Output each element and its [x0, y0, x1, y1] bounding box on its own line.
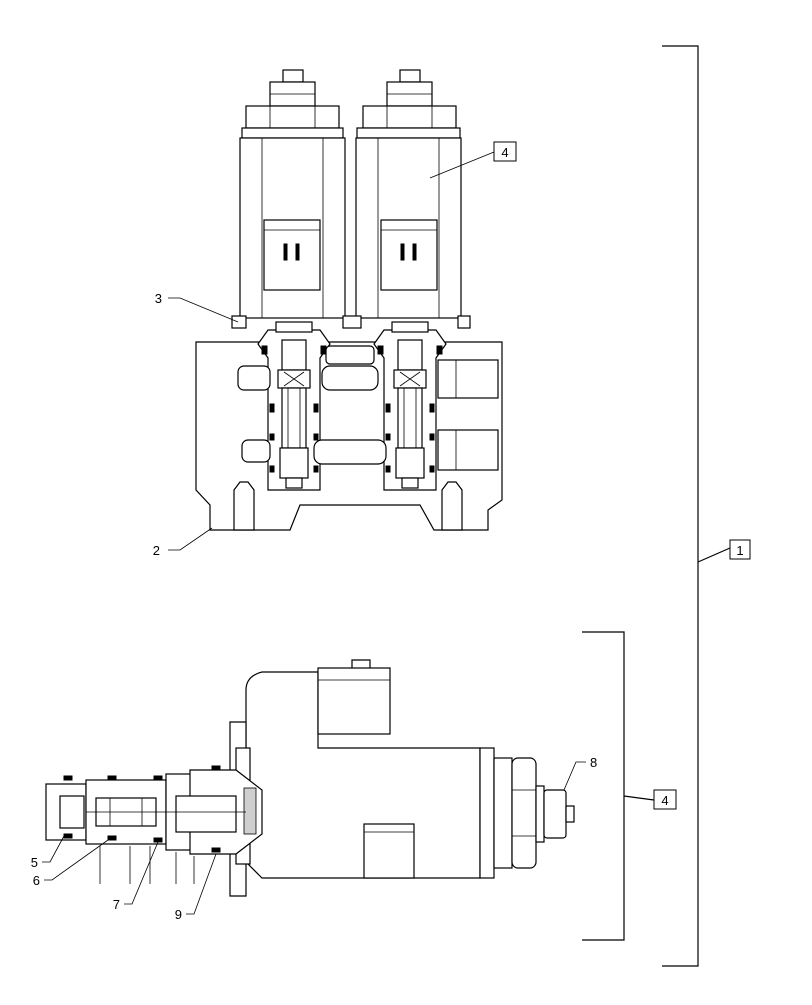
- callout-5-label: 5: [31, 855, 38, 870]
- cartridge-left: [257, 321, 331, 491]
- gallery-upper-left: [237, 365, 271, 391]
- callout-4-top: 4: [493, 141, 517, 162]
- bolt-center: [342, 315, 362, 329]
- callout-4-top-label: 4: [501, 145, 508, 160]
- callout-6: 6: [33, 873, 40, 888]
- gallery-lower: [313, 439, 387, 465]
- bracket-sub: [582, 631, 625, 941]
- callout-8-label: 8: [590, 755, 597, 770]
- port-right-upper: [437, 359, 499, 399]
- callout-9-label: 9: [175, 907, 182, 922]
- bracket-main: [662, 45, 699, 967]
- gallery-lower-left: [241, 439, 271, 463]
- callout-7-label: 7: [113, 897, 120, 912]
- coil-housing: [245, 671, 481, 879]
- callout-5: 5: [31, 855, 38, 870]
- label-plate: [363, 823, 415, 879]
- callout-1-label: 1: [736, 543, 743, 558]
- callout-2-label: 2: [153, 543, 160, 558]
- cartridge-body: [45, 765, 263, 855]
- leader-lines: [42, 151, 586, 915]
- gallery-upper: [321, 365, 379, 391]
- port-right-lower: [437, 429, 499, 471]
- connector: [317, 667, 391, 735]
- bolt-left: [231, 315, 247, 329]
- port-upper-center: [325, 345, 375, 365]
- bolt-right: [457, 315, 471, 329]
- end-nut-small: [543, 789, 567, 839]
- callout-9: 9: [175, 907, 182, 922]
- callout-8: 8: [590, 755, 597, 770]
- stud-right: [441, 481, 463, 531]
- callout-6-label: 6: [33, 873, 40, 888]
- callout-4-bottom: 4: [653, 789, 677, 810]
- callout-3-label: 3: [155, 291, 162, 306]
- callout-3: 3: [155, 291, 162, 306]
- solenoid-cartridge-side: [45, 659, 575, 897]
- callout-1: 1: [729, 539, 751, 560]
- solenoid-left: [239, 69, 346, 319]
- callout-4-bottom-label: 4: [661, 793, 668, 808]
- stud-left: [233, 481, 255, 531]
- callout-2: 2: [153, 543, 160, 558]
- callout-7: 7: [113, 897, 120, 912]
- end-nut-large: [511, 757, 537, 869]
- cartridge-right: [373, 321, 447, 491]
- solenoid-right: [355, 69, 462, 319]
- valve-assembly-top: [195, 69, 503, 531]
